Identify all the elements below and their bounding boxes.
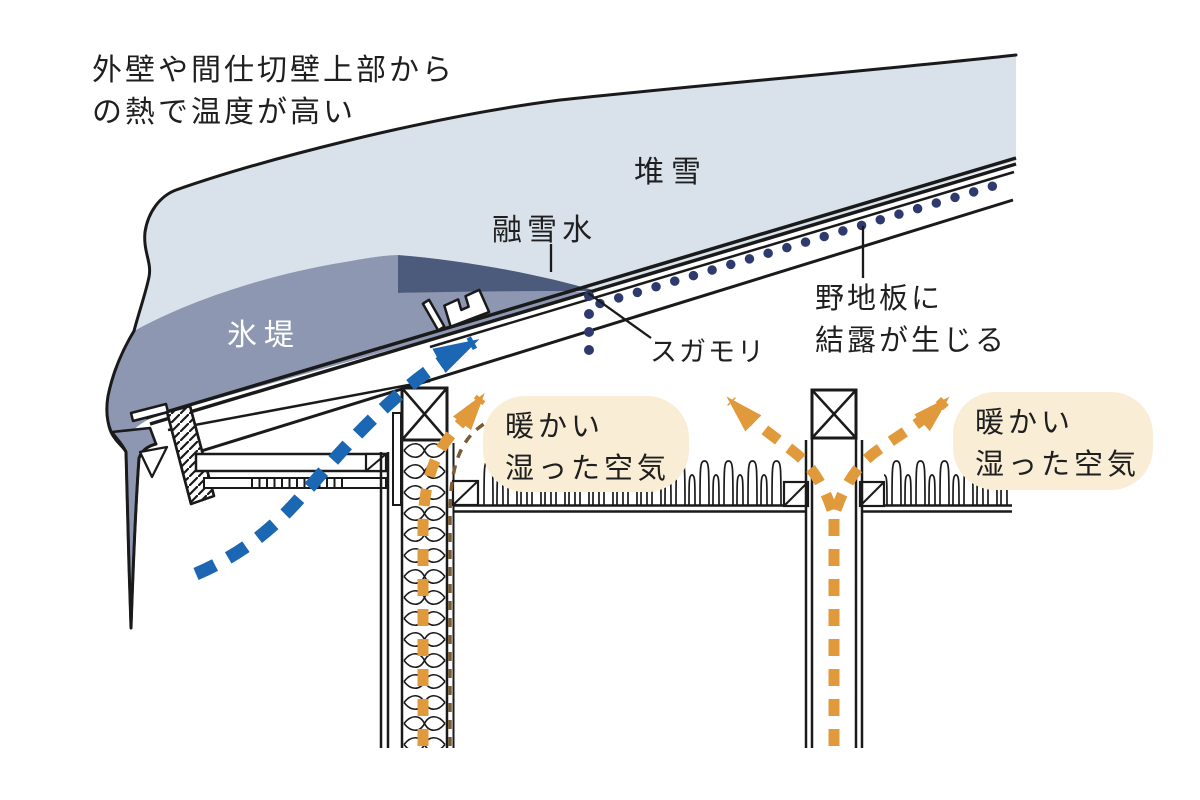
ice-dam-label: 氷堤 [227,319,301,352]
snow-stop-bracket [421,288,491,332]
rafter-bottom-line [197,198,1014,454]
cold-air-arrow [193,336,480,580]
roof-assembly [145,156,1017,454]
condensation-dots [595,176,1015,309]
gutter-piece [138,445,169,479]
melt-water-label: 融雪水 [492,214,597,247]
wall-sheathing-top [392,412,402,506]
soffit-board [194,452,388,473]
warm-air-arrows [417,392,950,746]
sugamori-leader [587,292,652,339]
snow-outline [105,53,1018,630]
partition-wall [804,388,864,748]
warm-air-arrow-partition-right [830,396,950,512]
warm-air-arrow-wall [417,392,486,746]
soffit-vent [203,477,387,489]
rafter-eave-line [167,379,431,432]
sugamori-label: スガモリ [650,337,766,367]
warm-air-bubble-right: 暖かい湿った空気 [953,392,1153,490]
heat-note-label: 外壁や間仕切壁上部からの熱で温度が高い [92,54,455,129]
snow-layer [134,55,1016,331]
sheathing-condensation-label: 野地板に結露が生じる [815,283,1008,357]
accumulated-snow-label: 堆雪 [634,156,708,189]
warm-air-arrow-partition-left [726,396,838,512]
melt-water-pool [398,255,596,293]
leader-lines [549,226,865,339]
warm-air-bubble-left: 暖かい湿った空気 [483,396,689,492]
